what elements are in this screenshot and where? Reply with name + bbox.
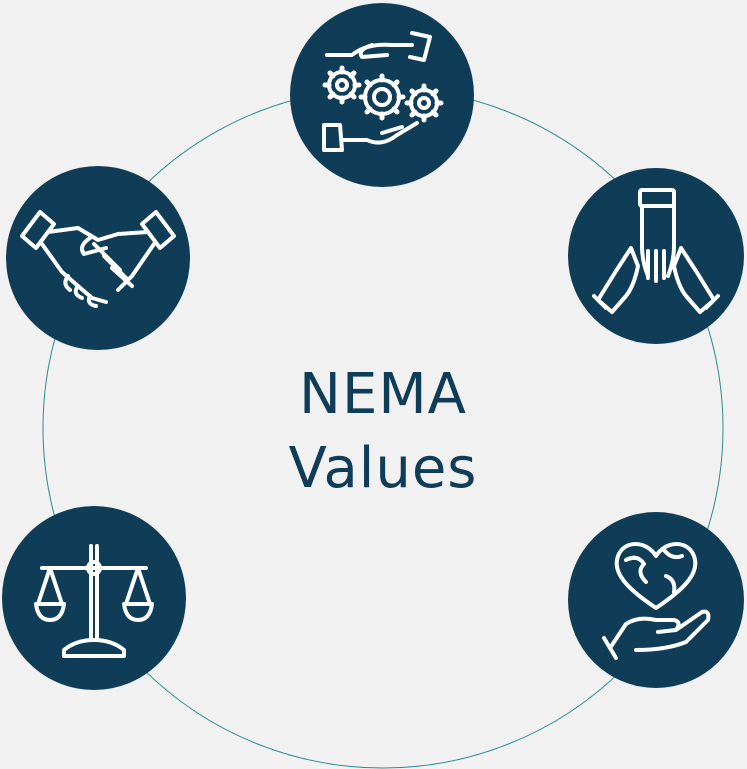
justice-scales-icon	[34, 544, 154, 658]
node-circle	[290, 3, 474, 187]
node-circle	[568, 512, 744, 688]
center-title: NEMA Values	[233, 358, 533, 506]
value-node-upper-left	[6, 166, 190, 350]
node-circle	[6, 166, 190, 350]
care-heart-globe-hand-icon	[602, 542, 711, 660]
center-title-line-1: NEMA	[299, 362, 467, 427]
value-node-top	[290, 3, 474, 187]
value-node-upper-right	[568, 168, 744, 344]
value-node-lower-right	[568, 512, 744, 688]
node-circle	[2, 506, 186, 690]
team-stacked-hands-icon	[592, 188, 720, 314]
collaboration-gears-hands-icon	[322, 31, 444, 152]
center-title-line-2: Values	[288, 436, 478, 501]
partnership-handshake-icon	[20, 210, 176, 308]
value-node-lower-left	[2, 506, 186, 690]
